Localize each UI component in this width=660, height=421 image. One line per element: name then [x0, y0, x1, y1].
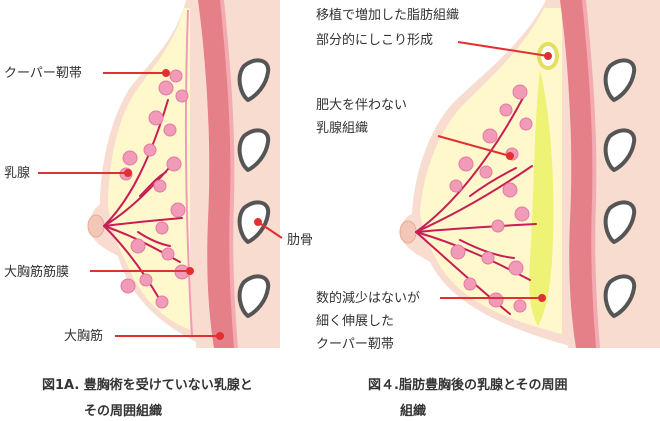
right-figure: 移植で増加した脂肪組織 部分的にしこり形成 肥大を伴わない 乳腺組織 数的減少は… [316, 0, 660, 419]
right-caption-line2: 組織 [400, 403, 426, 419]
left-rib-4 [237, 274, 271, 318]
right-rib-3 [603, 200, 637, 244]
label-hyper-line2: 乳腺組織 [316, 121, 368, 136]
leader-rib [257, 221, 283, 239]
left-ribs [237, 58, 271, 318]
right-grafted-fat [529, 70, 554, 326]
left-rib-1 [237, 58, 271, 102]
right-leaders [437, 41, 552, 302]
label-cooper-line2: 細く伸展した [316, 314, 394, 329]
left-rib-2 [237, 128, 271, 172]
left-caption-line1: 図1A. 豊胸術を受けていない乳腺と [42, 377, 253, 393]
label-rib: 肋骨 [287, 233, 313, 248]
label-cooper: クーパー靭帯 [4, 66, 82, 81]
right-muscle-edge [582, 0, 600, 349]
label-fascia: 大胸筋筋膜 [4, 264, 69, 280]
left-nipple [87, 214, 105, 238]
label-muscle: 大胸筋 [64, 328, 103, 344]
label-cooper-line3: クーパー靭帯 [316, 337, 394, 352]
right-rib-1 [603, 58, 637, 102]
left-leaders [38, 69, 283, 340]
left-caption-line2: その周囲組織 [84, 403, 162, 419]
leader-calcification [457, 41, 549, 57]
right-caption-line1: 図４.脂肪豊胸後の乳腺とその周囲 [368, 377, 568, 393]
label-cooper-line1: 数的減少はないが [316, 290, 420, 306]
label-calc-line1: 移植で増加した脂肪組織 [316, 7, 459, 23]
right-lobules [449, 84, 533, 313]
right-ribs [603, 58, 637, 318]
left-rib-3 [237, 200, 271, 244]
label-calc-line2: 部分的にしこり形成 [316, 32, 433, 48]
left-muscle-edge [220, 0, 238, 349]
left-fascia [184, 9, 193, 337]
right-rib-2 [603, 128, 637, 172]
right-muscle [560, 0, 598, 348]
leader-hypertrophy [437, 135, 511, 157]
left-figure: クーパー靭帯 乳腺 大胸筋筋膜 大胸筋 肋骨 図1A. 豊胸術を受けていない乳腺… [4, 0, 313, 419]
label-hyper-line1: 肥大を伴わない [316, 98, 407, 113]
label-gland: 乳腺 [4, 166, 30, 181]
right-rib-4 [603, 274, 637, 318]
right-nipple [399, 220, 417, 244]
left-muscle [198, 0, 236, 348]
